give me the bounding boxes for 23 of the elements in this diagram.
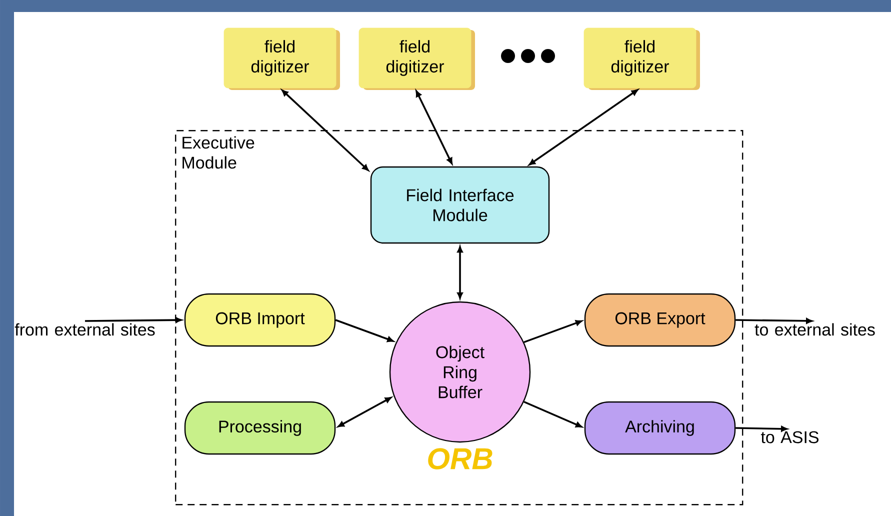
arrow [416,90,453,164]
module-box: Field Interface Module [370,166,550,244]
title-label: ORB [428,448,492,470]
process-pill: ORB Export [584,293,736,347]
arrow [524,320,582,343]
arrow [338,396,392,428]
process-pill: ORB Import [184,293,336,347]
arrow [335,319,394,342]
arrow [736,426,788,432]
arrow [85,317,182,323]
arrow [736,318,812,324]
arrow [528,89,638,166]
digitizer-box: field digitizer [358,28,475,90]
arrow [282,90,369,171]
arrow [524,401,582,428]
destination-label: to ASIS [760,431,818,444]
destination-label: to external sites [754,323,875,336]
process-pill: Archiving [584,401,736,455]
arrow [457,246,463,299]
digitizer-box: field digitizer [224,28,340,90]
source-label: from external sites [14,323,155,336]
process-pill: Processing [184,401,336,455]
digitizer-box: field digitizer [584,28,700,90]
